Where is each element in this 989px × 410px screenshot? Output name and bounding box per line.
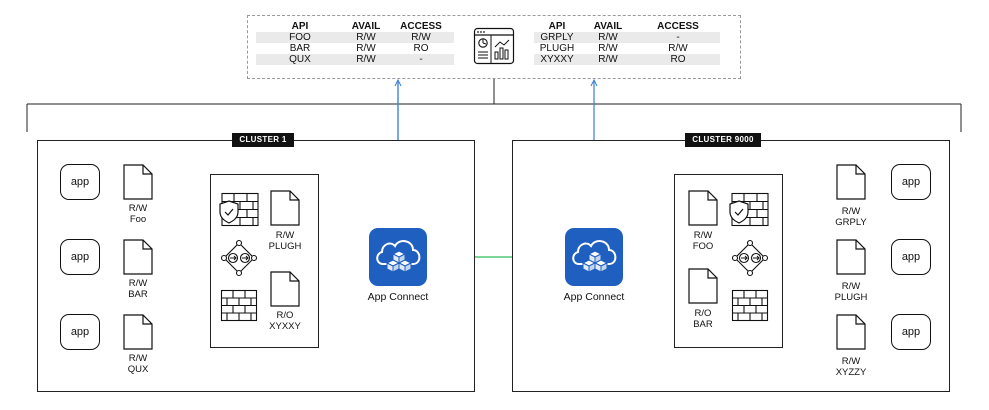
app-connect-icon[interactable] bbox=[369, 228, 427, 286]
app-connect-icon[interactable] bbox=[565, 228, 623, 286]
document-icon bbox=[836, 239, 866, 275]
network-hub-icon bbox=[220, 239, 258, 277]
app-node[interactable]: app bbox=[891, 164, 931, 200]
cell: PLUGH bbox=[539, 43, 575, 54]
col-api: API bbox=[291, 21, 309, 32]
app-node[interactable]: app bbox=[891, 239, 931, 275]
doc-access-label: R/W bbox=[841, 281, 861, 292]
col-avail: AVAIL bbox=[593, 21, 623, 32]
cell: R/W bbox=[598, 54, 618, 65]
table-row: PLUGH R/W R/W bbox=[534, 43, 720, 54]
document-icon bbox=[123, 164, 153, 200]
document-icon bbox=[836, 314, 866, 350]
cell: R/W bbox=[356, 43, 376, 54]
cell: FOO bbox=[289, 32, 311, 43]
app-node[interactable]: app bbox=[60, 164, 100, 200]
doc-access-label: R/O bbox=[694, 308, 712, 319]
table-header: API AVAIL ACCESS bbox=[534, 21, 720, 32]
doc-name-label: GRPLY bbox=[835, 217, 867, 228]
cell: R/W bbox=[356, 54, 376, 65]
table-row: QUX R/W - bbox=[256, 54, 454, 65]
doc-access-label: R/W bbox=[128, 353, 148, 364]
api-table-right: API AVAIL ACCESS GRPLY R/W - PLUGH R/W R… bbox=[534, 21, 720, 65]
doc-name-label: PLUGH bbox=[834, 292, 868, 303]
document-icon bbox=[123, 239, 153, 275]
network-hub-icon bbox=[731, 239, 769, 277]
doc-name-label: XYXXY bbox=[269, 321, 301, 332]
app-node[interactable]: app bbox=[60, 314, 100, 350]
firewall-shield-icon bbox=[729, 192, 769, 227]
doc-name-label: XYZZY bbox=[835, 367, 867, 378]
cell: R/W bbox=[668, 43, 688, 54]
cell: QUX bbox=[289, 54, 311, 65]
table-header: API AVAIL ACCESS bbox=[256, 21, 454, 32]
doc-access-label: R/W bbox=[275, 230, 295, 241]
col-avail: AVAIL bbox=[351, 21, 381, 32]
cluster-1-title: CLUSTER 1 bbox=[232, 133, 294, 147]
document-icon bbox=[270, 190, 300, 226]
cell: RO bbox=[413, 43, 429, 54]
doc-access-label: R/W bbox=[128, 278, 148, 289]
doc-access-label: R/W bbox=[841, 206, 861, 217]
cell: BAR bbox=[289, 43, 311, 54]
cell: - bbox=[676, 32, 680, 43]
table-row: FOO R/W R/W bbox=[256, 32, 454, 43]
document-icon bbox=[123, 314, 153, 350]
table-row: XYXXY R/W RO bbox=[534, 54, 720, 65]
app-node[interactable]: app bbox=[60, 239, 100, 275]
document-icon bbox=[836, 164, 866, 200]
doc-access-label: R/W bbox=[841, 356, 861, 367]
firewall-shield-icon bbox=[219, 192, 259, 227]
document-icon bbox=[688, 190, 718, 226]
doc-name-label: PLUGH bbox=[268, 241, 302, 252]
document-icon bbox=[688, 268, 718, 304]
doc-name-label: BAR bbox=[128, 289, 148, 300]
doc-name-label: BAR bbox=[693, 319, 713, 330]
cloud-cubes-icon bbox=[572, 240, 617, 273]
app-connect-label: App Connect bbox=[563, 291, 625, 303]
col-access: ACCESS bbox=[400, 21, 442, 32]
firewall-icon bbox=[731, 289, 769, 322]
cloud-cubes-icon bbox=[376, 240, 421, 273]
cluster-9000-title: CLUSTER 9000 bbox=[685, 133, 761, 147]
col-access: ACCESS bbox=[657, 21, 699, 32]
cell: R/W bbox=[598, 43, 618, 54]
cell: GRPLY bbox=[540, 32, 574, 43]
doc-access-label: R/O bbox=[276, 310, 294, 321]
table-row: GRPLY R/W - bbox=[534, 32, 720, 43]
doc-name-label: Foo bbox=[129, 214, 147, 225]
api-table-left: API AVAIL ACCESS FOO R/W R/W BAR R/W RO … bbox=[256, 21, 454, 65]
app-node[interactable]: app bbox=[891, 314, 931, 350]
table-row: BAR R/W RO bbox=[256, 43, 454, 54]
app-connect-label: App Connect bbox=[367, 291, 429, 303]
cell: RO bbox=[670, 54, 686, 65]
dashboard-icon bbox=[473, 27, 515, 65]
doc-access-label: R/W bbox=[128, 203, 148, 214]
doc-name-label: QUX bbox=[127, 364, 149, 375]
col-api: API bbox=[548, 21, 566, 32]
cell: R/W bbox=[356, 32, 376, 43]
doc-name-label: FOO bbox=[692, 241, 714, 252]
cell: R/W bbox=[598, 32, 618, 43]
cell: - bbox=[419, 54, 423, 65]
doc-access-label: R/W bbox=[693, 230, 713, 241]
cell: XYXXY bbox=[540, 54, 574, 65]
document-icon bbox=[270, 271, 300, 307]
cell: R/W bbox=[411, 32, 431, 43]
api-summary-panel: API AVAIL ACCESS FOO R/W R/W BAR R/W RO … bbox=[247, 15, 741, 79]
firewall-icon bbox=[220, 289, 258, 322]
